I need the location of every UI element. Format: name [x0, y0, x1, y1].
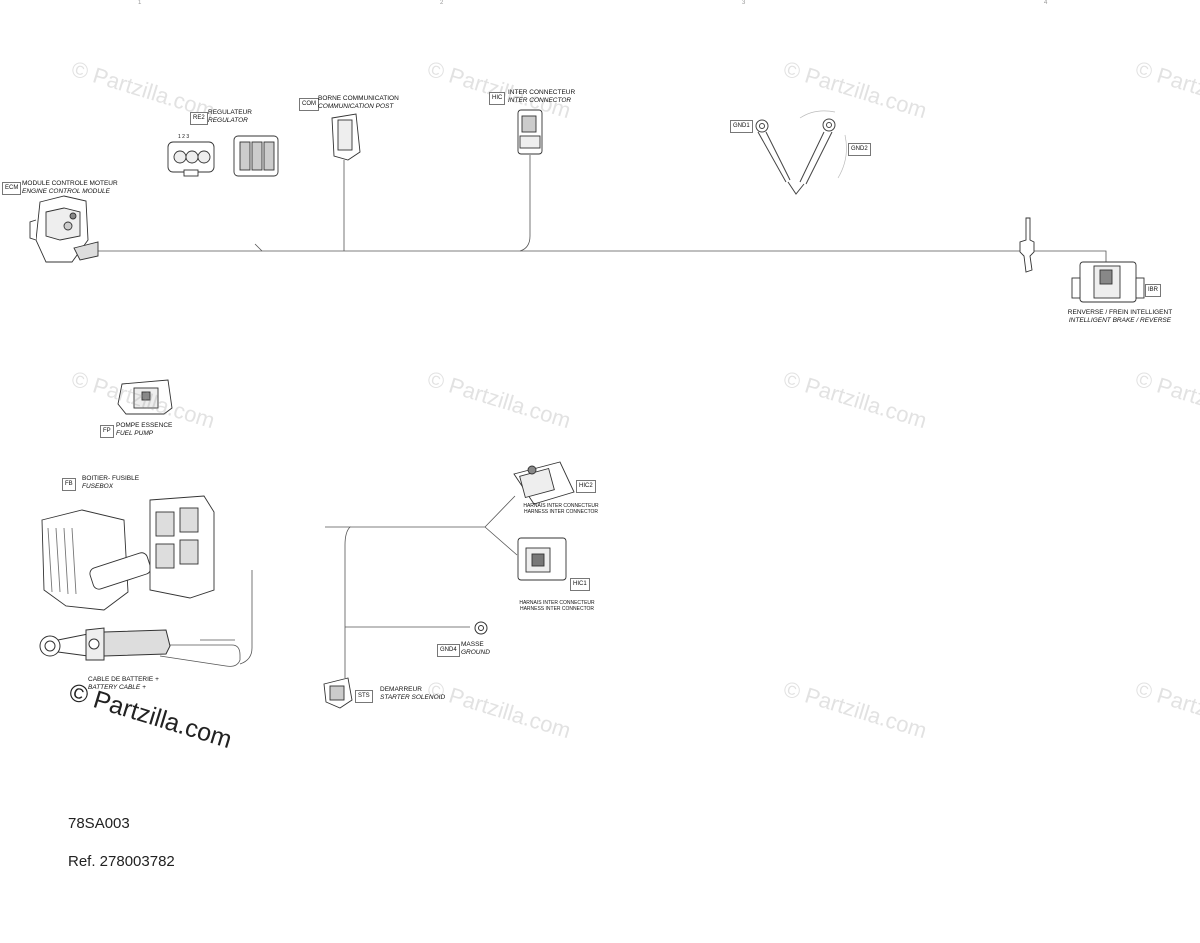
communication-post-shape: [331, 113, 361, 161]
ecm-label: MODULE CONTROLE MOTEUR ENGINE CONTROL MO…: [22, 180, 118, 196]
lower-harness-line: [325, 526, 351, 678]
hic-branch-wire: [519, 155, 531, 252]
gnd4-label-fr: MASSE: [461, 641, 484, 648]
fusebox-shape: [41, 495, 215, 611]
re2-label-fr: REGULATEUR: [208, 109, 252, 116]
hic-split-wire: [350, 495, 518, 556]
sts-label-en: STARTER SOLENOID: [380, 694, 446, 701]
fb-label: BOITIER- FUSIBLE FUSEBOX: [82, 475, 139, 491]
hic-label-en: INTER CONNECTOR: [508, 97, 572, 104]
ecm-branch-wire: [254, 243, 263, 252]
hic2-label-en: HARNESS INTER CONNECTOR: [523, 509, 599, 515]
com-code-tag: COM: [299, 98, 319, 111]
sts-label: DEMARREUR STARTER SOLENOID: [380, 686, 445, 702]
ibr-label-en: INTELLIGENT BRAKE / REVERSE: [1068, 317, 1172, 324]
sts-label-fr: DEMARREUR: [380, 686, 422, 693]
column-number-2: 2: [440, 0, 444, 6]
battery-cable-label-fr: CABLE DE BATTERIE +: [88, 676, 159, 683]
com-label-fr: BORNE COMMUNICATION: [318, 95, 399, 102]
ground-terminals-shape: [755, 118, 836, 195]
battery-cable-label-en: BATTERY CABLE +: [88, 684, 146, 691]
harness-inter-connector-2-shape: [513, 461, 575, 505]
com-label: BORNE COMMUNICATION COMMUNICATION POST: [318, 95, 399, 111]
re2-code-tag: RE2: [190, 112, 208, 125]
re2-pin-numbers: 1 2 3: [178, 134, 190, 140]
fp-label-fr: POMPE ESSENCE: [116, 422, 173, 429]
hic1-label-fr: HARNAIS INTER CONNECTEUR: [519, 600, 595, 606]
fp-label-en: FUEL PUMP: [116, 430, 154, 437]
hic-code-tag: HIC: [489, 92, 506, 105]
gnd4-code-tag: GND4: [437, 644, 460, 657]
com-label-en: COMMUNICATION POST: [318, 103, 394, 110]
battery-cable-wire: [159, 570, 253, 667]
ecm-connector-shape: [29, 195, 99, 263]
gnd4-label-en: GROUND: [461, 649, 490, 656]
hic1-label-en: HARNESS INTER CONNECTOR: [519, 606, 595, 612]
re2-label: REGULATEUR REGULATOR: [208, 109, 252, 125]
hic1-label: HARNAIS INTER CONNECTEUR HARNESS INTER C…: [512, 600, 602, 612]
hic2-code-tag: HIC2: [576, 480, 596, 493]
ecm-label-fr: MODULE CONTROLE MOTEUR: [22, 180, 118, 187]
fb-code-tag: FB: [62, 478, 76, 491]
battery-cable-label: CABLE DE BATTERIE + BATTERY CABLE +: [88, 676, 159, 692]
ecm-code-tag: ECM: [2, 182, 22, 195]
inter-connector-shape: [517, 109, 543, 155]
diagram-code: 78SA003: [68, 815, 130, 832]
intelligent-brake-connector-shape: [1071, 261, 1145, 303]
ibr-label: RENVERSE / FREIN INTELLIGENT INTELLIGENT…: [1062, 309, 1178, 325]
hic2-label: HARNAIS INTER CONNECTEUR HARNESS INTER C…: [516, 503, 606, 515]
gnd2-code-tag: GND2: [848, 143, 871, 156]
hic-label: INTER CONNECTEUR INTER CONNECTOR: [508, 89, 575, 105]
harness-inter-connector-1-shape: [517, 537, 567, 581]
sensor-probe-shape: [1019, 217, 1035, 273]
hic2-label-fr: HARNAIS INTER CONNECTEUR: [523, 503, 599, 509]
ibr-label-fr: RENVERSE / FREIN INTELLIGENT: [1067, 309, 1173, 316]
gnd4-label: MASSE GROUND: [461, 641, 490, 657]
hic1-code-tag: HIC1: [570, 578, 590, 591]
ibr-code-tag: IBR: [1145, 284, 1162, 297]
column-number-3: 3: [742, 0, 746, 6]
fb-label-fr: BOITIER- FUSIBLE: [82, 475, 140, 482]
starter-solenoid-connector-shape: [323, 677, 353, 709]
gnd1-code-tag: GND1: [730, 120, 753, 133]
regulator-connector-shape: [167, 135, 279, 177]
reference-number: Ref. 278003782: [68, 853, 175, 870]
hic-label-fr: INTER CONNECTEUR: [508, 89, 576, 96]
ecm-label-en: ENGINE CONTROL MODULE: [22, 188, 111, 195]
fp-label: POMPE ESSENCE FUEL PUMP: [116, 422, 172, 438]
fb-label-en: FUSEBOX: [82, 483, 114, 490]
ground-4-ring-shape: [474, 621, 488, 635]
battery-cable-shape: [39, 627, 171, 661]
re2-label-en: REGULATOR: [208, 117, 248, 124]
sts-code-tag: STS: [355, 690, 373, 703]
fuel-pump-connector-shape: [117, 379, 173, 415]
main-harness-line: [88, 250, 1107, 262]
column-number-1: 1: [138, 0, 142, 6]
column-number-4: 4: [1044, 0, 1048, 6]
fp-code-tag: FP: [100, 425, 114, 438]
